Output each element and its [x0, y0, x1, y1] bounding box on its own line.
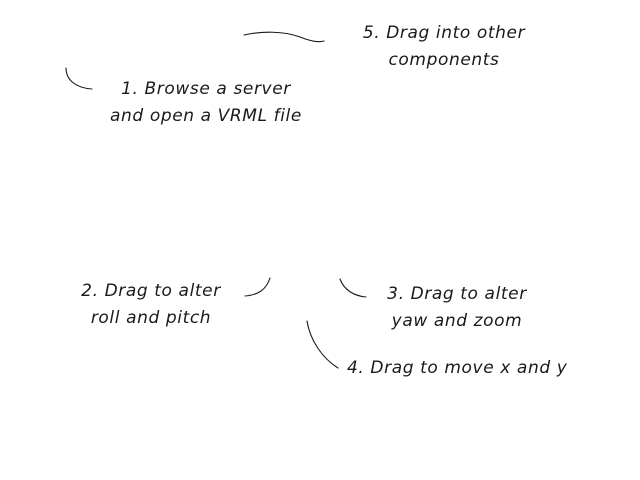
callout-yaw-zoom-line2: yaw and zoom: [391, 311, 523, 331]
pointer-stroke-components: [243, 31, 325, 43]
pointer-stroke-yaw-zoom: [339, 278, 367, 298]
callout-browse-line1: 1. Browse a server: [121, 79, 291, 99]
callout-roll-pitch-line2: roll and pitch: [90, 308, 212, 328]
pointer-stroke-move-xy: [306, 320, 339, 369]
callout-components-line2: components: [388, 50, 500, 70]
callout-browse-line2: and open a VRML file: [110, 106, 302, 126]
callout-browse-server: 1. Browse a server and open a VRML file: [86, 76, 326, 130]
callout-move-xy-line1: 4. Drag to move x and y: [347, 358, 568, 378]
callout-drag-components: 5. Drag into other components: [344, 20, 544, 74]
pointer-stroke-roll-pitch: [244, 277, 271, 297]
callout-components-line1: 5. Drag into other: [362, 23, 526, 43]
callout-yaw-zoom-line1: 3. Drag to alter: [387, 284, 527, 304]
callout-move-xy: 4. Drag to move x and y: [347, 355, 617, 382]
callout-yaw-zoom: 3. Drag to alter yaw and zoom: [372, 281, 542, 335]
callout-roll-pitch: 2. Drag to alter roll and pitch: [66, 278, 236, 332]
callout-roll-pitch-line1: 2. Drag to alter: [81, 281, 221, 301]
